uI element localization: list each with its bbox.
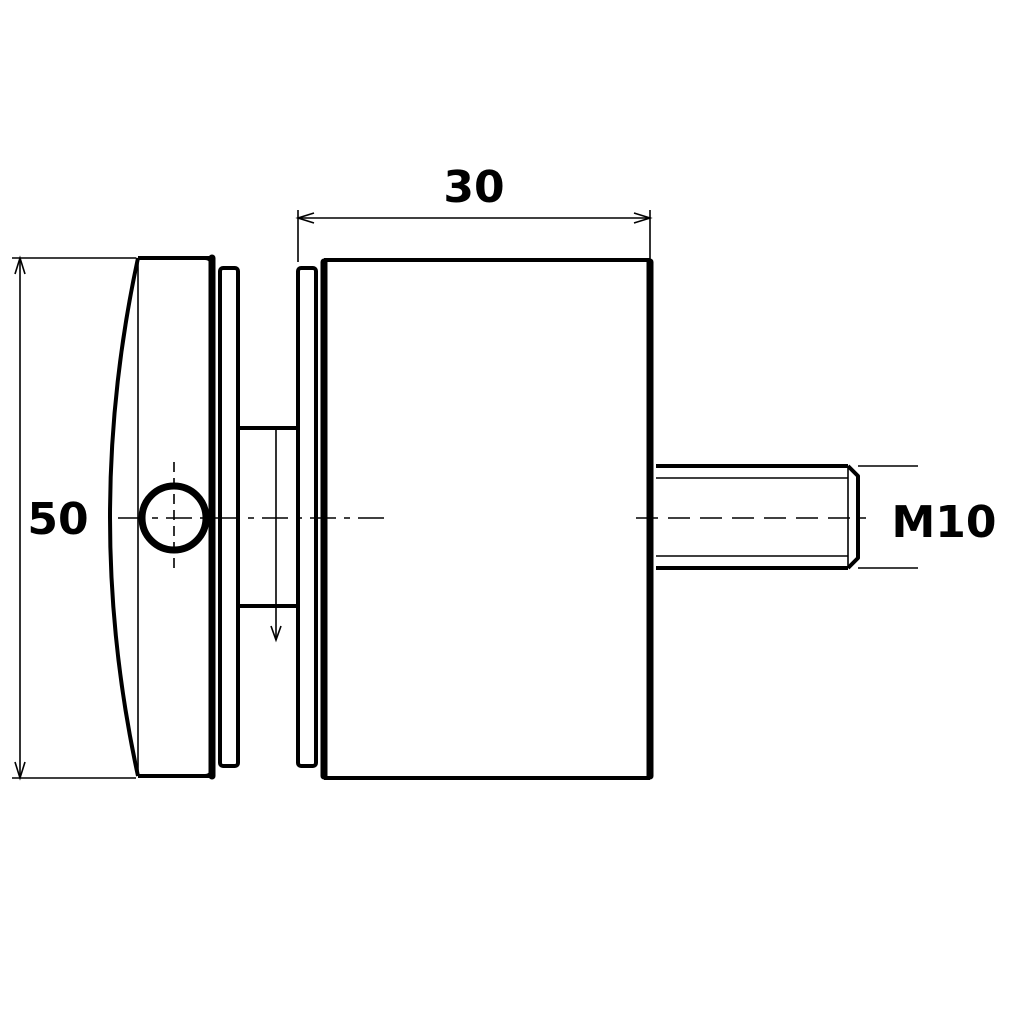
dimension-height: 50 [12, 255, 136, 781]
dimension-thread: M10 [858, 465, 997, 569]
thread-dimension-label: M10 [891, 497, 996, 548]
height-dimension-label: 50 [27, 494, 88, 545]
gasket-left [218, 266, 240, 768]
body-cylinder [320, 258, 654, 780]
cap-head [108, 254, 216, 780]
neck [240, 426, 296, 643]
gasket-right [296, 266, 318, 768]
dimension-width: 30 [295, 162, 653, 262]
width-dimension-label: 30 [443, 162, 504, 213]
threaded-stud [656, 464, 860, 570]
